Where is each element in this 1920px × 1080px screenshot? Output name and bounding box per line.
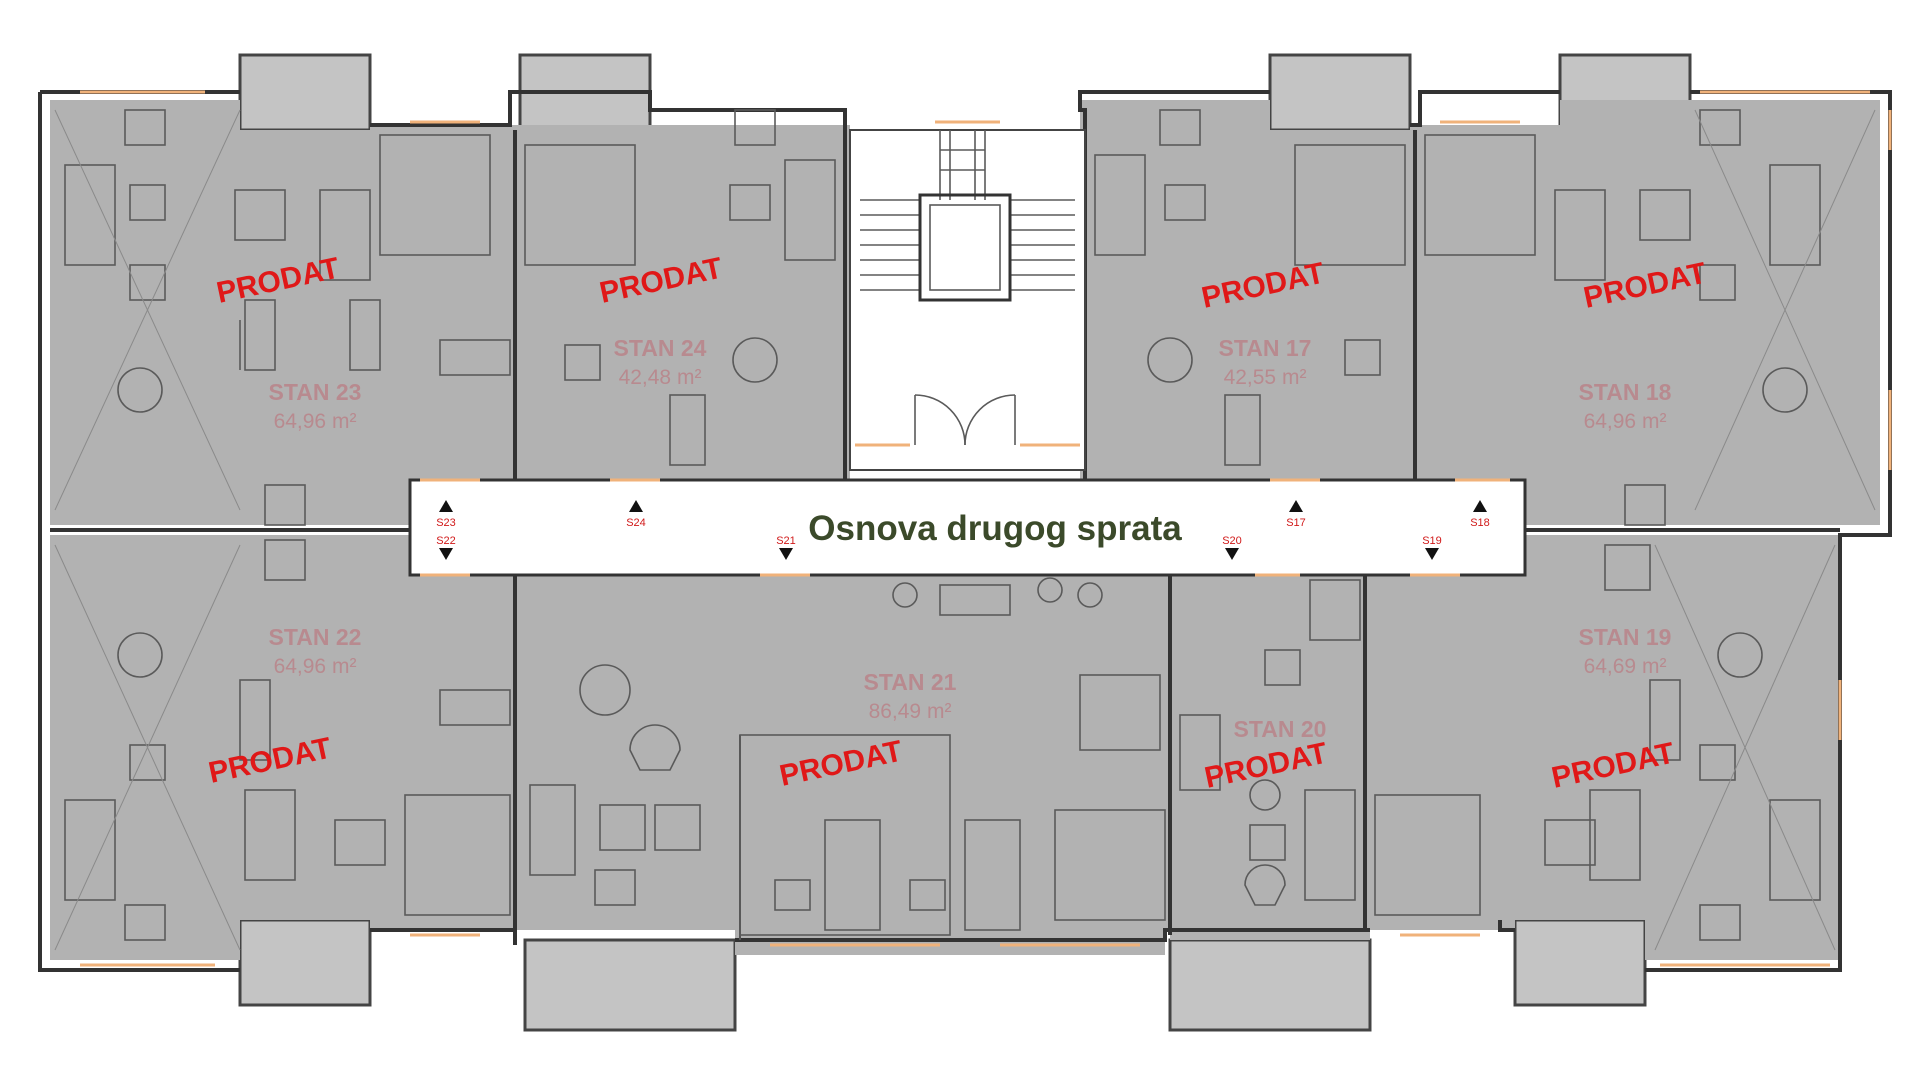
floor-title: Osnova drugog sprata <box>808 509 1182 548</box>
stan23-name: STAN 23 <box>269 379 362 405</box>
s17-arrow-up-icon <box>1289 500 1303 512</box>
corridor-markers: S23 S22 S24 S21 S20 S17 S19 S18 <box>436 500 1490 560</box>
s18-label: S18 <box>1470 517 1490 529</box>
stan21-name: STAN 21 <box>864 669 957 695</box>
apartment-labels: STAN 23 64,96 m² STAN 24 42,48 m² STAN 1… <box>269 335 1672 742</box>
furniture <box>64 109 1821 941</box>
s20-arrow-down-icon <box>1225 548 1239 560</box>
s18-arrow-up-icon <box>1473 500 1487 512</box>
stan19-name: STAN 19 <box>1579 624 1672 650</box>
walls <box>38 90 1892 972</box>
s21-label: S21 <box>776 535 796 547</box>
corridor <box>408 478 1527 577</box>
stair-core <box>849 129 1086 471</box>
stan24-name: STAN 24 <box>614 335 707 361</box>
stan17-area: 42,55 m² <box>1224 366 1307 389</box>
s21-arrow-down-icon <box>779 548 793 560</box>
s24-arrow-up-icon <box>629 500 643 512</box>
s23-arrow-up-icon <box>439 500 453 512</box>
stan23-area: 64,96 m² <box>274 410 357 433</box>
s22-label: S22 <box>436 535 456 547</box>
stan18-name: STAN 18 <box>1579 379 1672 405</box>
s20-label: S20 <box>1222 535 1242 547</box>
stan18-area: 64,96 m² <box>1584 410 1667 433</box>
stan19-area: 64,69 m² <box>1584 655 1667 678</box>
apartment-areas <box>50 100 1880 960</box>
s19-label: S19 <box>1422 535 1442 547</box>
s22-arrow-down-icon <box>439 548 453 560</box>
s17-label: S17 <box>1286 517 1306 529</box>
s23-label: S23 <box>436 517 456 529</box>
stan20-name: STAN 20 <box>1234 716 1327 742</box>
s24-label: S24 <box>626 517 646 529</box>
stan22-area: 64,96 m² <box>274 655 357 678</box>
stan17-name: STAN 17 <box>1219 335 1312 361</box>
stan21-area: 86,49 m² <box>869 700 952 723</box>
stan24-area: 42,48 m² <box>619 366 702 389</box>
room-guides <box>54 109 1876 951</box>
windows <box>80 90 1892 967</box>
stan22-name: STAN 22 <box>269 624 362 650</box>
s19-arrow-down-icon <box>1425 548 1439 560</box>
